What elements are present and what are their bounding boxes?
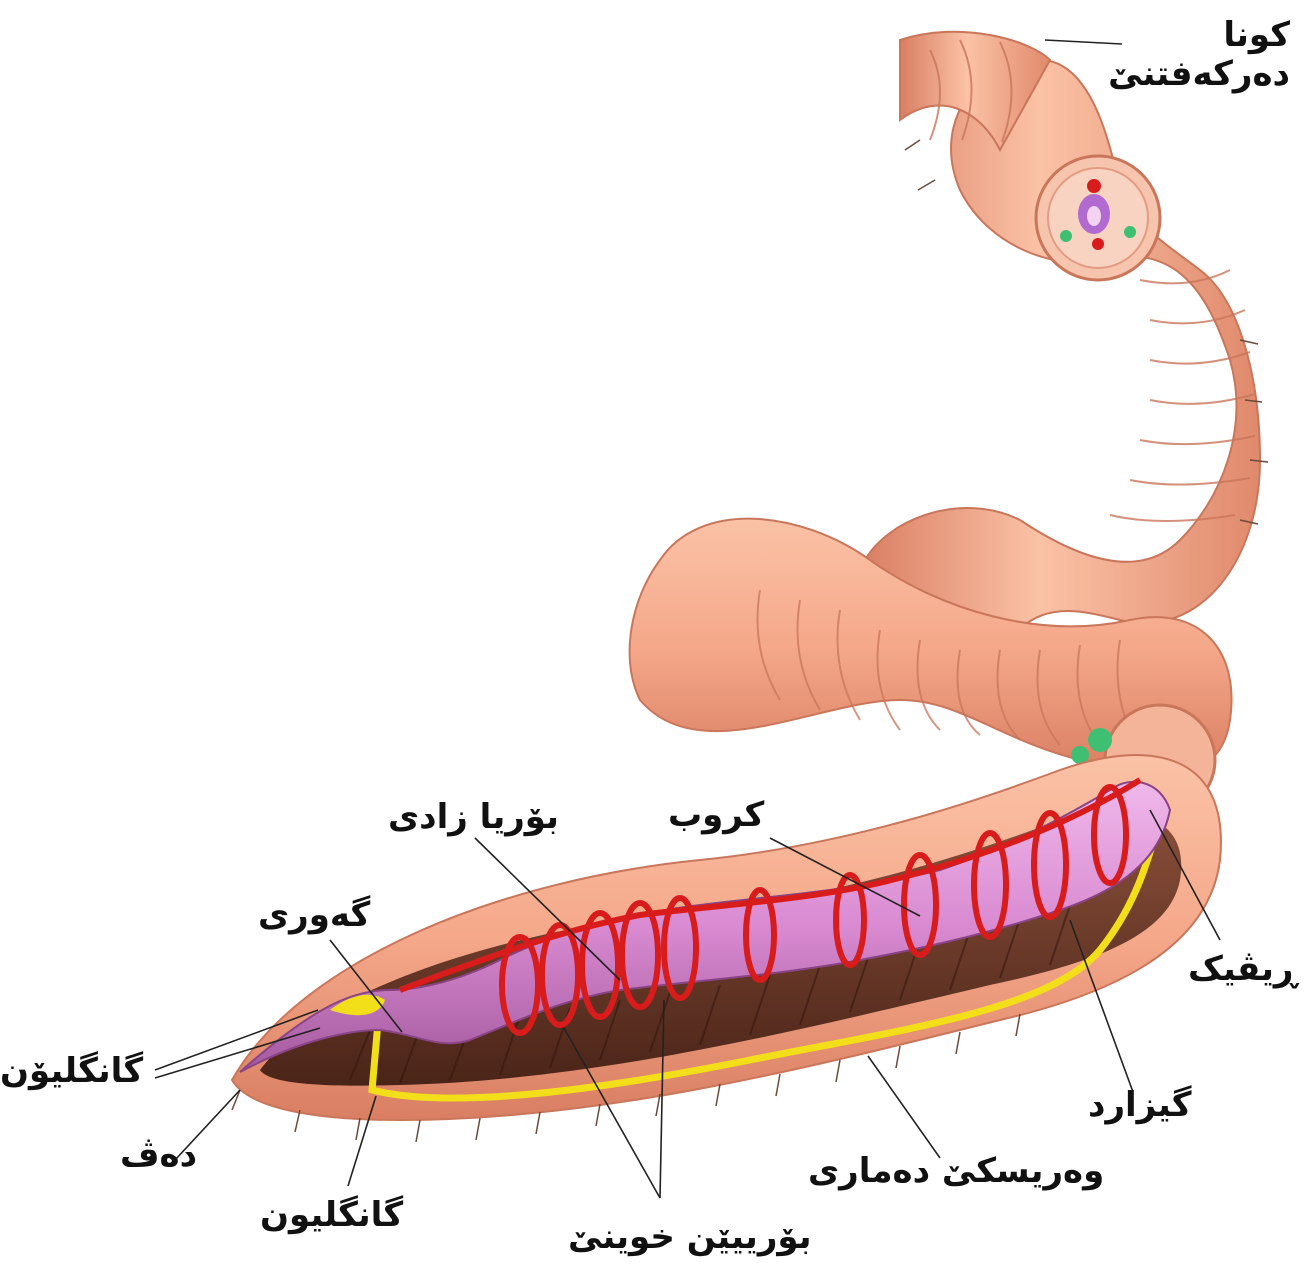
worm-upper-body [860, 32, 1260, 640]
label-anus: کونا دەرکەفتنێ [1110, 16, 1290, 94]
label-blood-vessels: بۆرییێن خوینێ [568, 1218, 811, 1257]
label-ganglion: گانگلیون [260, 1196, 403, 1235]
label-nerve-cord: وەریسکێ دەماری [808, 1152, 1104, 1191]
label-nephridium: ڕیڤیک [1188, 950, 1297, 989]
cross-section [1036, 156, 1160, 280]
label-gizzard: گیزارد [1088, 1086, 1191, 1125]
label-typhlosole: بۆریا زادی [388, 798, 559, 837]
label-pharynx: گەوری [258, 896, 370, 935]
label-ganglia: گانگلیۆن [0, 1052, 143, 1091]
label-crop: کروب [668, 796, 764, 835]
label-mouth: دەڤ [120, 1136, 197, 1175]
